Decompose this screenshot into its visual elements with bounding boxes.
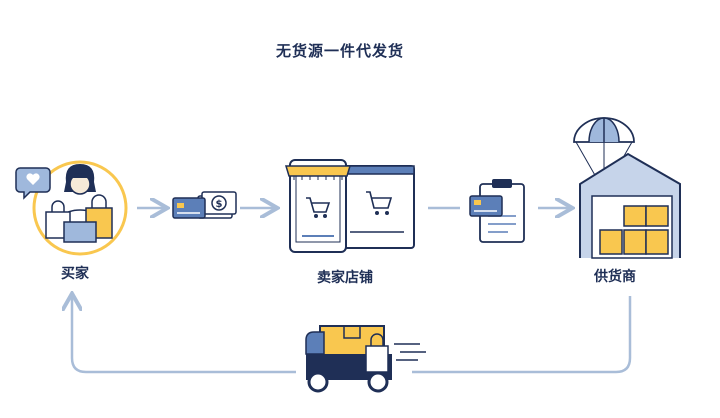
buyer-icon	[15, 160, 128, 256]
supplier-label: 供货商	[594, 269, 636, 285]
svg-text:$: $	[216, 199, 223, 210]
return-path-supplier-to-truck	[412, 296, 632, 374]
flow-arrows	[72, 208, 632, 374]
card-and-cash-icon: $	[172, 191, 237, 219]
online-store-icon	[284, 159, 415, 253]
warehouse-with-parachute-icon	[573, 117, 681, 259]
seller-store-label: 卖家店铺	[317, 270, 373, 286]
card-and-order-clipboard-icon	[469, 179, 525, 243]
return-path-truck-to-buyer	[72, 296, 296, 374]
buyer-label: 买家	[61, 266, 89, 282]
delivery-truck-icon	[305, 325, 426, 393]
diagram-title: 无货源一件代发货	[275, 42, 404, 60]
